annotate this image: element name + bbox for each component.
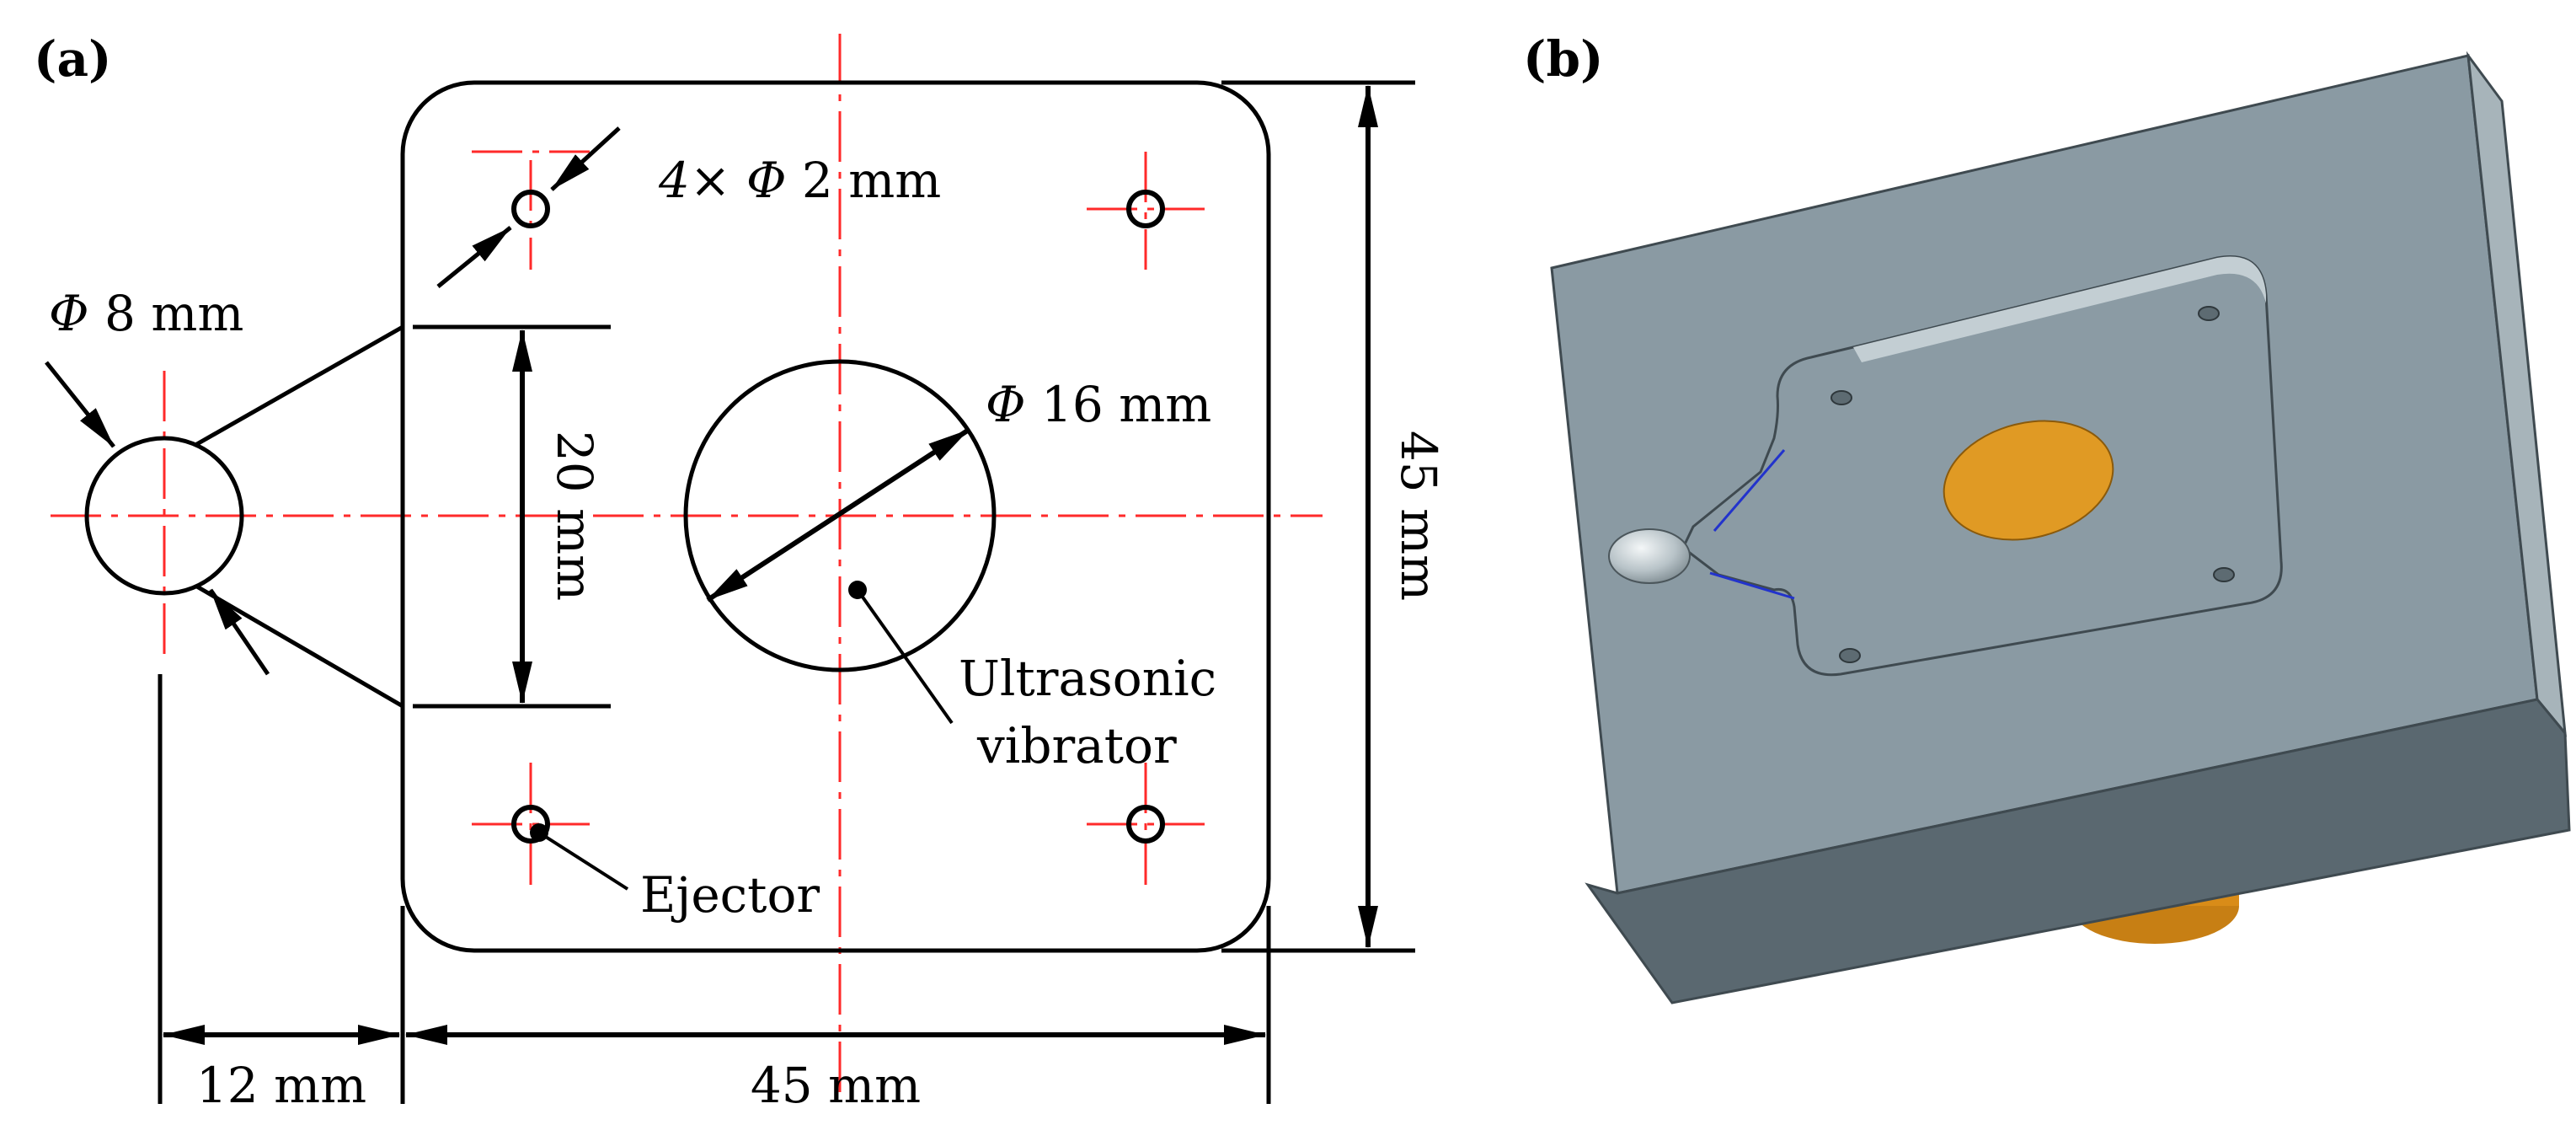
- plate-width-label: 45 mm: [751, 1057, 921, 1114]
- panel-b-label: (b): [1523, 30, 1603, 88]
- ejector-pin-3: [1839, 648, 1861, 663]
- ejector-pin-2: [2198, 306, 2220, 321]
- runner-width-label: 20 mm: [546, 431, 603, 601]
- gate-diameter-label: Φ 8 mm: [49, 285, 243, 342]
- hole-diameter-dimension: 4× Φ 2 mm: [436, 126, 941, 288]
- hole-arrow-lower: [436, 226, 512, 288]
- gate-arrow-upper: [45, 361, 115, 448]
- bottom-dimensions: 12 mm 45 mm: [158, 674, 1271, 1114]
- panel-a-label: (a): [34, 30, 111, 88]
- gate-offset-label: 12 mm: [196, 1057, 366, 1114]
- plate-height-label: 45 mm: [1390, 431, 1447, 601]
- vibrator-face: [1943, 420, 2114, 541]
- runner-upper-line: [194, 324, 404, 447]
- ejector-hole-tr: [1126, 190, 1165, 228]
- ejector-leader-line: [537, 831, 629, 891]
- gate-circle: [84, 436, 244, 596]
- panel-a-drawing: (a): [34, 30, 1447, 1114]
- hole-diameter-label: 4× Φ 2 mm: [658, 152, 941, 209]
- gate-sprue: [1608, 528, 1691, 584]
- gate-diameter-dimension: Φ 8 mm: [45, 285, 270, 676]
- ejector-hole-br: [1126, 805, 1165, 844]
- ejector-hole-bl: [511, 805, 550, 844]
- vibrator-label-line1: Ultrasonic: [959, 650, 1216, 707]
- vibrator-circle: [683, 359, 997, 672]
- ejector-label: Ejector: [640, 866, 820, 924]
- runner-edge-upper: [1713, 449, 1786, 532]
- runner-edge-lower: [1709, 571, 1795, 600]
- vibrator-diameter-label: Φ 16 mm: [986, 376, 1211, 433]
- hole-arrow-upper: [550, 126, 621, 191]
- ejector-callout: Ejector: [530, 823, 820, 924]
- vibrator-diameter-dimension: Φ 16 mm: [706, 376, 1211, 603]
- vibrator-callout: Ultrasonic vibrator: [848, 581, 1216, 774]
- runner-lower-line: [194, 583, 404, 709]
- vibrator-label-line2: vibrator: [976, 717, 1177, 774]
- ejector-pin-4: [2213, 567, 2235, 582]
- runner-width-dimension: 20 mm: [413, 324, 611, 709]
- plate-outline: [400, 80, 1271, 953]
- ejector-hole-tl: [511, 190, 550, 228]
- panel-b-rendering: (b): [1523, 30, 2571, 1004]
- vibrator-leader-line: [856, 588, 954, 725]
- ejector-pin-1: [1830, 390, 1852, 405]
- vibrator-diameter-arrow: [706, 427, 970, 603]
- cavity-wall-highlight: [1853, 256, 2266, 362]
- plate-height-dimension: 45 mm: [1221, 80, 1447, 953]
- mold-front-face: [1585, 698, 2571, 1004]
- gate-arrow-lower: [208, 588, 270, 676]
